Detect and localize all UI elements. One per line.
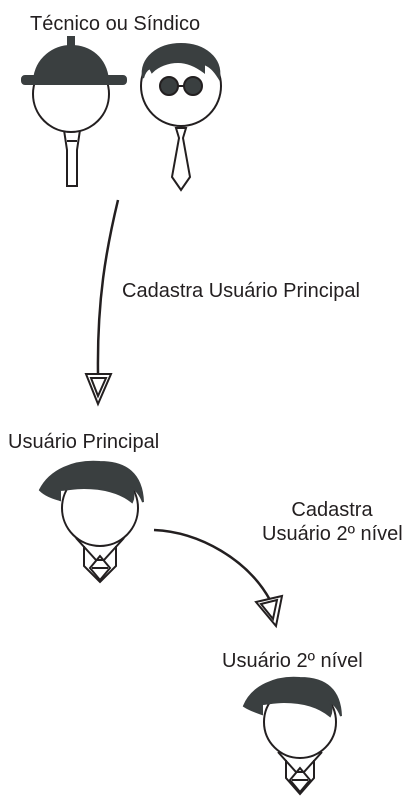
cadastra-usuario-2-nivel-label: Cadastra Usuário 2º nível (262, 498, 403, 546)
main-user-person-icon (38, 460, 144, 584)
glasses-person-icon (140, 42, 222, 192)
arrow-icon (84, 199, 120, 407)
second-user-person-icon (242, 676, 342, 796)
usuario-2-nivel-line: Usuário 2º nível (262, 523, 403, 545)
cadastra-usuario-principal-label: Cadastra Usuário Principal (122, 280, 360, 302)
cadastra-line: Cadastra (291, 499, 373, 521)
usuario-2-nivel-label: Usuário 2º nível (222, 650, 363, 672)
usuario-principal-label: Usuário Principal (8, 431, 160, 453)
arrow-icon (153, 528, 284, 629)
hard-hat-person-icon (21, 36, 127, 187)
tecnico-ou-sindico-label: Técnico ou Síndico (30, 13, 201, 35)
